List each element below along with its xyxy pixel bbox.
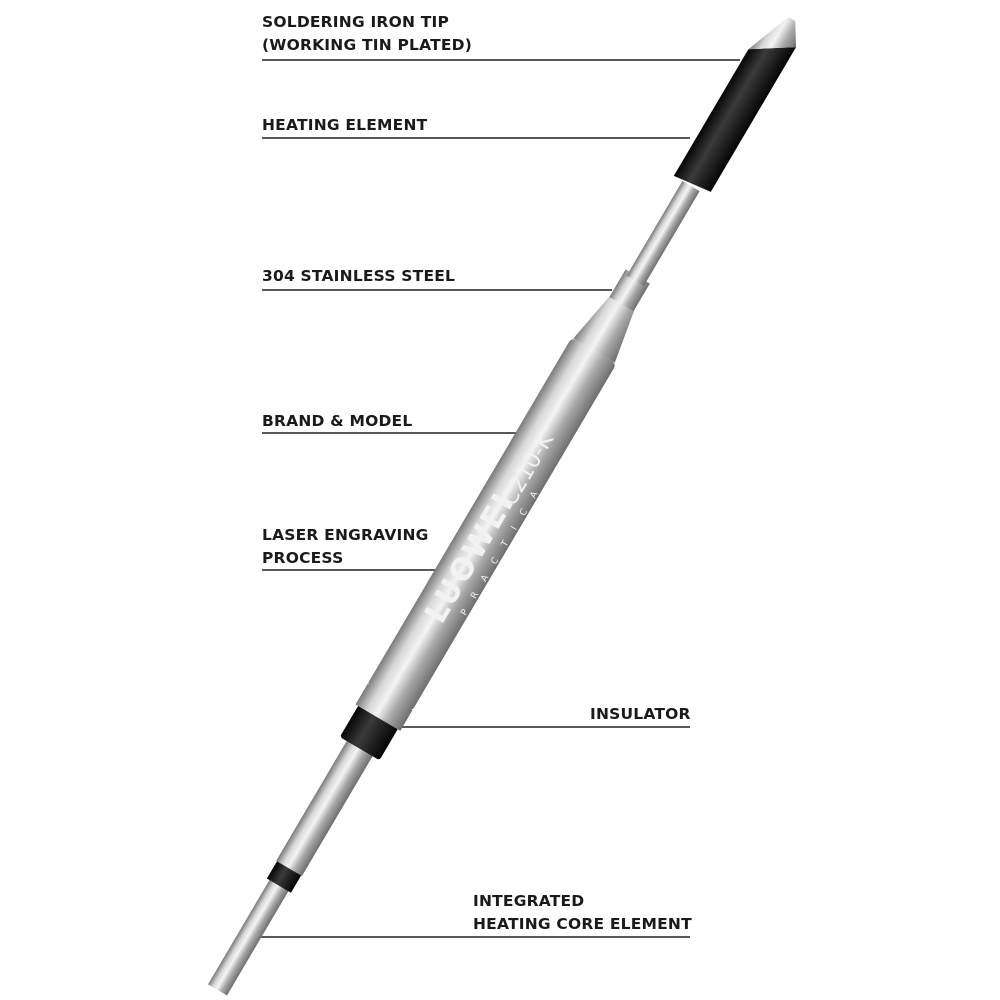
black-ring	[266, 859, 303, 893]
heating-element	[673, 47, 797, 192]
tin-plated-tip	[748, 16, 797, 50]
label-line: INSULATOR	[590, 705, 691, 723]
label-steel: 304 STAINLESS STEEL	[262, 265, 455, 288]
label-line: HEATING ELEMENT	[262, 116, 428, 134]
label-line: SOLDERING IRON TIP	[262, 13, 450, 31]
label-insulator: INSULATOR	[590, 703, 691, 726]
label-line: 304 STAINLESS STEEL	[262, 267, 456, 285]
label-line: BRAND & MODEL	[262, 412, 413, 430]
label-line: HEATING CORE ELEMENT	[473, 915, 692, 933]
lower-shaft	[276, 738, 375, 877]
leader-lines	[245, 59, 740, 938]
tip-body: LUOWEI C210-K PRACTICA	[208, 16, 797, 996]
label-line: (WORKING TIN PLATED)	[262, 36, 473, 54]
heating-core	[208, 874, 292, 996]
label-laser: LASER ENGRAVING PROCESS	[262, 524, 429, 570]
label-brand: BRAND & MODEL	[262, 410, 412, 433]
main-body	[368, 339, 615, 711]
body-collar	[355, 683, 413, 731]
body-taper	[573, 295, 635, 363]
label-heating-element: HEATING ELEMENT	[262, 114, 427, 137]
label-line: LASER ENGRAVING	[262, 526, 429, 544]
label-line: PROCESS	[262, 549, 344, 567]
label-tip: SOLDERING IRON TIP (WORKING TIN PLATED)	[262, 11, 472, 57]
label-line: INTEGRATED	[473, 892, 585, 910]
upper-shaft	[626, 180, 700, 286]
label-core: INTEGRATED HEATING CORE ELEMENT	[473, 890, 692, 936]
